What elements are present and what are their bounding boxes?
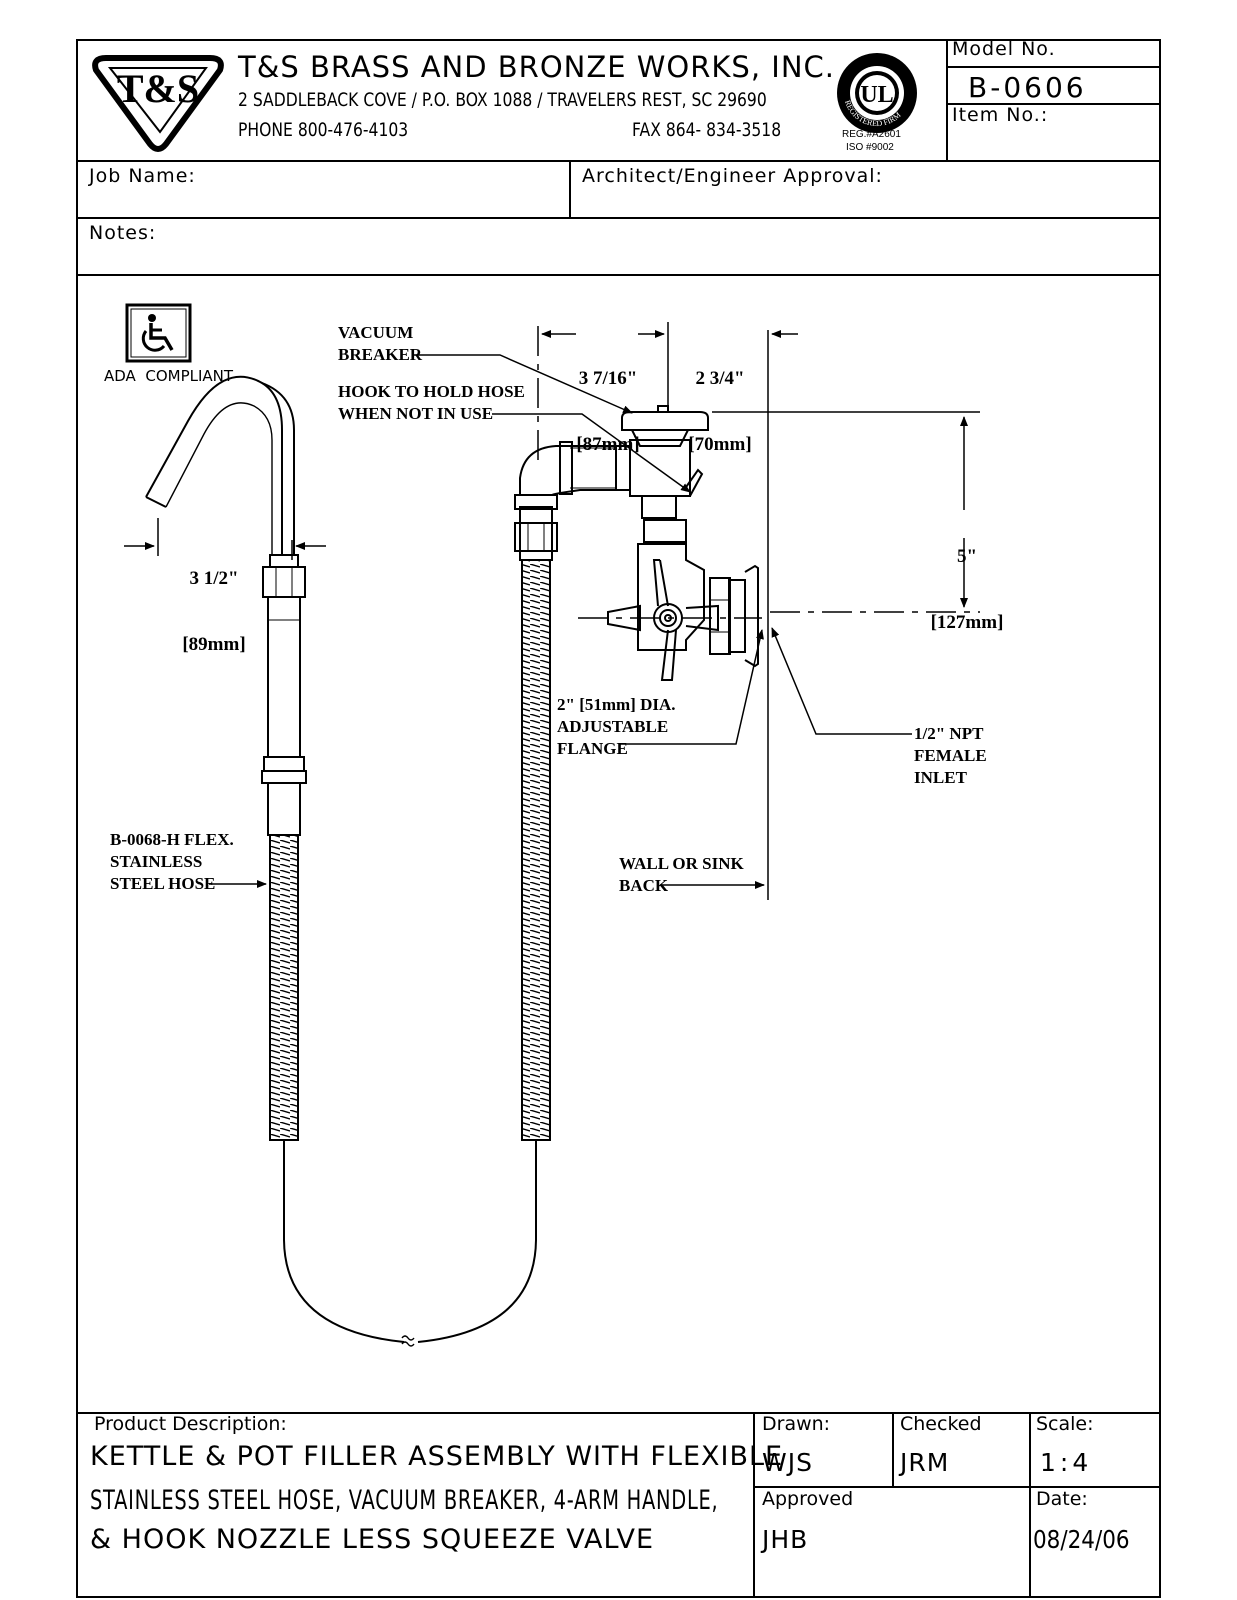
product-description-label: Product Description:	[94, 1413, 287, 1435]
dim-2-3-4-mm: [70mm]	[688, 434, 752, 455]
approved-value: JHB	[762, 1525, 809, 1554]
notes-row-divider	[76, 274, 1161, 276]
company-phone: PHONE 800-476-4103	[238, 119, 409, 141]
approval-label: Architect/Engineer Approval:	[582, 165, 883, 187]
scale-value: 1:4	[1040, 1448, 1093, 1477]
leader-lines	[209, 354, 912, 889]
inlet-callout: 1/2" NPT FEMALE INLET	[914, 724, 987, 787]
ul-logo-text: UL	[860, 82, 893, 108]
dim-5-in: 5"	[956, 546, 978, 567]
ts-logo: T&S	[92, 55, 224, 152]
model-no-label: Model No.	[952, 38, 1056, 60]
job-name-label: Job Name:	[89, 165, 196, 187]
tb-divider-1	[753, 1412, 755, 1598]
company-fax: FAX 864- 834-3518	[632, 119, 782, 141]
notes-label: Notes:	[89, 222, 157, 244]
model-column-divider	[946, 39, 948, 160]
checked-value: JRM	[900, 1448, 950, 1477]
hook-callout: HOOK TO HOLD HOSE WHEN NOT IN USE	[338, 382, 525, 423]
flange-callout: 2" [51mm] DIA. ADJUSTABLE FLANGE	[557, 695, 676, 758]
model-label-underline	[946, 66, 1161, 68]
tb-divider-3	[1029, 1412, 1031, 1598]
item-no-label: Item No.:	[952, 104, 1049, 126]
ul-reg-number: REG.#A2601	[842, 129, 901, 140]
tb-divider-2	[892, 1412, 894, 1486]
date-value: 08/24/06	[1033, 1525, 1130, 1554]
model-value-underline	[946, 103, 1161, 105]
header-divider	[76, 160, 1161, 162]
product-description-line-3: & HOOK NOZZLE LESS SQUEEZE VALVE	[90, 1524, 655, 1555]
dim-3-7-16-in: 3 7/16"	[578, 368, 638, 389]
left-hose-assembly	[145, 375, 537, 1347]
ts-logo-text: T&S	[117, 66, 199, 111]
dim-3-1-2-in: 3 1/2"	[189, 568, 239, 589]
dim-3-1-2-mm: [89mm]	[182, 634, 246, 655]
dim-5: 5" [127mm]	[924, 502, 1010, 656]
product-description-line-1: KETTLE & POT FILLER ASSEMBLY WITH FLEXIB…	[90, 1441, 784, 1472]
dim-3-1-2: 3 1/2" [89mm]	[174, 524, 254, 678]
drawn-label: Drawn:	[762, 1413, 831, 1435]
date-label: Date:	[1036, 1488, 1088, 1510]
dim-2-3-4-in: 2 3/4"	[695, 368, 745, 389]
ul-registered-icon: UL REGISTERED FIRM	[837, 53, 917, 133]
checked-label: Checked	[900, 1413, 982, 1435]
dim-3-7-16-mm: [87mm]	[576, 434, 640, 455]
title-block-divider	[76, 1412, 1161, 1414]
dim-2-3-4: 2 3/4" [70mm]	[682, 324, 758, 478]
ada-accessible-icon	[125, 303, 192, 363]
product-description-line-2: STAINLESS STEEL HOSE, VACUUM BREAKER, 4-…	[90, 1485, 719, 1516]
approved-label: Approved	[762, 1488, 854, 1510]
tb-mid-divider	[753, 1486, 1161, 1488]
vacuum-breaker-callout: VACUUM BREAKER	[338, 323, 423, 364]
ada-compliant-label: ADA COMPLIANT	[104, 367, 234, 385]
dim-5-mm: [127mm]	[930, 612, 1004, 633]
drawn-value: WJS	[762, 1448, 813, 1477]
company-address: 2 SADDLEBACK COVE / P.O. BOX 1088 / TRAV…	[238, 89, 767, 111]
dimension-lines	[124, 322, 980, 900]
dim-3-7-16: 3 7/16" [87mm]	[566, 324, 650, 478]
ul-iso-number: ISO #9002	[846, 142, 894, 153]
job-approval-divider	[569, 160, 571, 217]
wall-callout: WALL OR SINK BACK	[619, 854, 744, 895]
scale-label: Scale:	[1036, 1413, 1094, 1435]
company-name: T&S BRASS AND BRONZE WORKS, INC.	[238, 50, 835, 84]
sheet-border	[76, 39, 1161, 1598]
hose-callout: B-0068-H FLEX. STAINLESS STEEL HOSE	[110, 830, 234, 893]
model-no-value: B-0606	[968, 71, 1087, 104]
faucet-assembly	[514, 405, 759, 1141]
job-row-divider	[76, 217, 1161, 219]
